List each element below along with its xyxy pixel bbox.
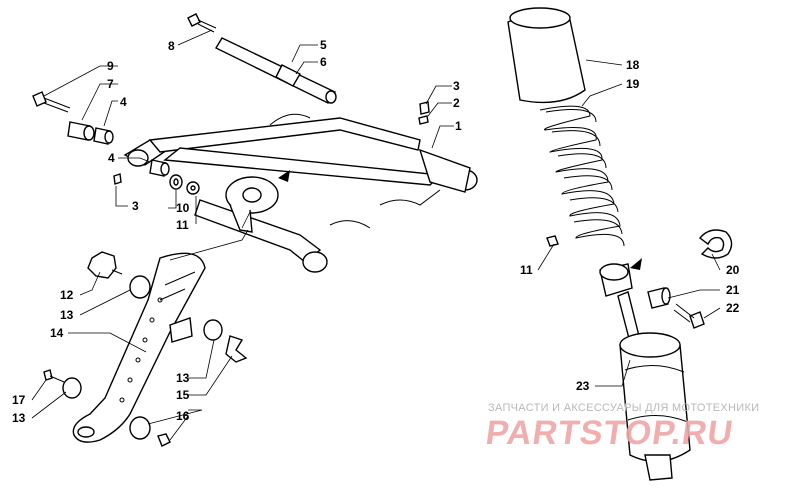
washer-part-10 bbox=[169, 174, 183, 190]
callout-11-left: 11 bbox=[176, 218, 189, 232]
callout-19: 19 bbox=[626, 77, 640, 91]
nut-part-16 bbox=[157, 433, 171, 447]
bolt-part-17 bbox=[43, 369, 65, 383]
callout-22: 22 bbox=[726, 301, 740, 315]
callout-2: 2 bbox=[453, 96, 460, 110]
arrow-marker-right bbox=[630, 258, 642, 270]
watermark-logo: PARTSTOP.RU bbox=[483, 414, 736, 452]
nut-part-11-right bbox=[546, 235, 559, 247]
washer-part-13-d bbox=[129, 416, 151, 440]
callout-11-right: 11 bbox=[520, 263, 533, 277]
axle-shaft bbox=[215, 37, 337, 104]
callout-5: 5 bbox=[320, 38, 327, 52]
callout-17: 17 bbox=[12, 393, 26, 407]
bolt-part-9 bbox=[32, 91, 71, 113]
callout-14: 14 bbox=[50, 326, 64, 340]
callout-21: 21 bbox=[726, 283, 740, 297]
strap-part-14 bbox=[72, 252, 206, 443]
callout-20: 20 bbox=[726, 263, 740, 277]
callout-16: 16 bbox=[176, 409, 190, 423]
swing-arm bbox=[123, 113, 478, 273]
spring-clip-part-20 bbox=[698, 229, 733, 259]
callout-23: 23 bbox=[576, 379, 590, 393]
callout-4-bottom: 4 bbox=[108, 151, 115, 165]
bushing-part-7 bbox=[67, 121, 95, 141]
arrow-marker-left bbox=[278, 170, 290, 182]
callout-18: 18 bbox=[626, 58, 640, 72]
bolt-part-22 bbox=[673, 303, 705, 329]
callout-12: 12 bbox=[60, 288, 74, 302]
callout-15: 15 bbox=[176, 388, 190, 402]
knob-part-12 bbox=[87, 251, 123, 279]
washer-part-13-c bbox=[62, 377, 82, 399]
callout-labels: 1 2 3 3 4 4 5 6 7 8 9 10 11 11 12 13 13 … bbox=[12, 38, 740, 425]
callout-13-c: 13 bbox=[12, 411, 26, 425]
callout-9: 9 bbox=[107, 59, 114, 73]
washer-part-13-a bbox=[129, 275, 151, 299]
callout-7: 7 bbox=[107, 77, 114, 91]
grease-fitting-part-3-left bbox=[113, 173, 122, 185]
callout-6: 6 bbox=[320, 55, 327, 69]
callout-4-top: 4 bbox=[120, 95, 127, 109]
callout-3-left: 3 bbox=[132, 199, 139, 213]
grease-fitting-part-3-right bbox=[419, 101, 430, 115]
shock-body-part-23 bbox=[599, 263, 691, 481]
bump-cover-part-18 bbox=[507, 7, 586, 104]
wing-nut-part-15 bbox=[225, 335, 248, 363]
callout-13-b: 13 bbox=[176, 371, 190, 385]
callout-13-a: 13 bbox=[60, 308, 74, 322]
spring-part-19 bbox=[539, 105, 625, 247]
callout-10: 10 bbox=[176, 201, 190, 215]
callout-8: 8 bbox=[168, 39, 175, 53]
nut-part-11-left bbox=[186, 181, 200, 195]
bushing-part-4-top bbox=[93, 127, 114, 145]
bolt-part-8 bbox=[187, 13, 217, 33]
bushing-part-4-bottom bbox=[149, 159, 170, 177]
callout-3-top: 3 bbox=[453, 79, 460, 93]
leader-lines bbox=[31, 29, 721, 441]
washer-part-2 bbox=[418, 115, 429, 125]
spacer-part-21 bbox=[647, 287, 671, 309]
watermark-tagline: ЗАПЧАСТИ И АКСЕССУАРЫ ДЛЯ МОТОТЕХНИКИ bbox=[488, 402, 760, 414]
callout-1: 1 bbox=[455, 119, 462, 133]
washer-part-13-b bbox=[203, 319, 223, 341]
